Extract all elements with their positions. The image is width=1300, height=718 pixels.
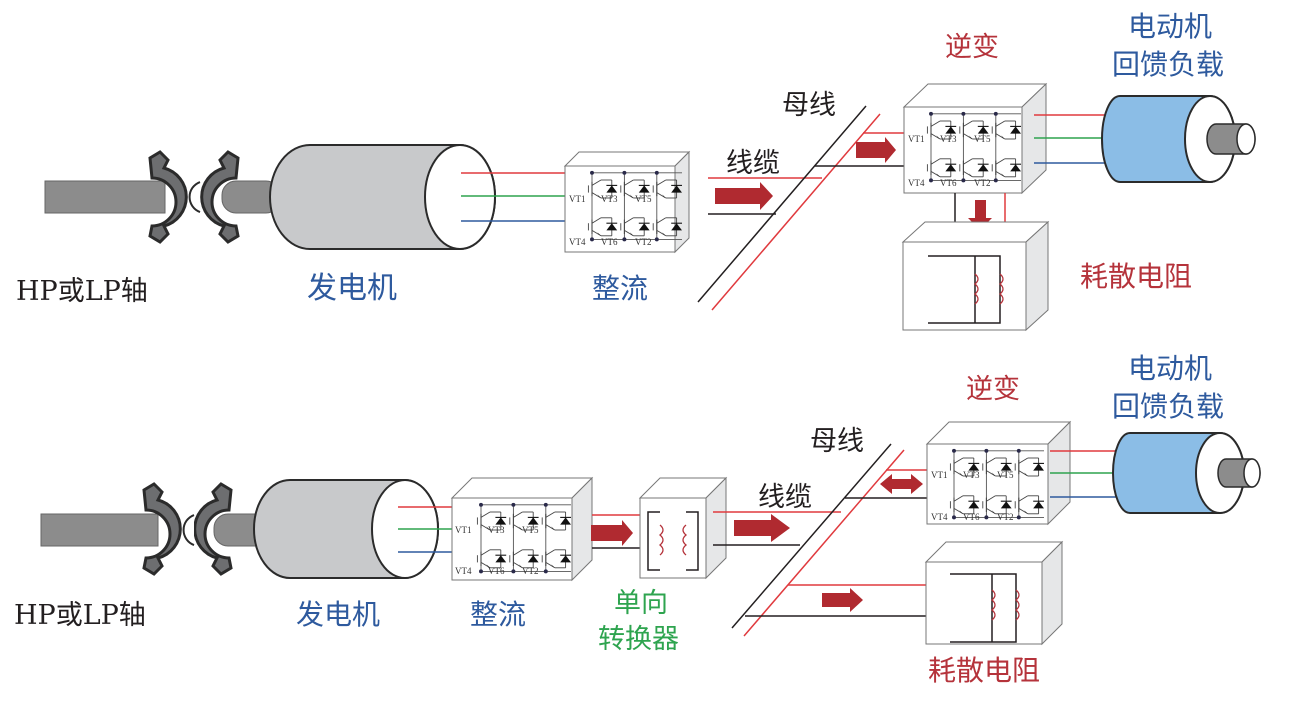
generator-icon <box>269 144 496 250</box>
switch-label: VT5 <box>997 470 1014 480</box>
cable-label: 线缆 <box>758 482 812 513</box>
gear-icon <box>193 482 233 576</box>
resistor-box <box>901 220 1050 332</box>
switch-label: VT4 <box>455 566 472 576</box>
power-flow-arrow-icon <box>591 520 633 546</box>
switch-label: VT1 <box>931 470 948 480</box>
switch-label: VT6 <box>963 512 980 522</box>
resistor-label: 耗散电阻 <box>928 654 1040 687</box>
switch-label: VT6 <box>940 178 957 188</box>
busbar-pos <box>743 449 905 637</box>
bidirectional-arrow-icon <box>880 474 923 494</box>
shaft-label: HP或LP轴 <box>16 276 148 307</box>
converter-box <box>638 476 728 580</box>
gear-icon <box>200 150 240 244</box>
motor-label-line2: 回馈负载 <box>1112 390 1224 423</box>
switch-label: VT5 <box>635 194 652 204</box>
busbar-neg <box>697 105 867 303</box>
rectifier-box: VT1 VT3 VT5 VT4 VT6 VT2 <box>450 476 594 582</box>
busbar-label: 母线 <box>782 90 836 121</box>
resistor-label: 耗散电阻 <box>1080 260 1192 293</box>
generator-label: 发电机 <box>296 598 380 631</box>
gear-icon <box>142 482 182 576</box>
switch-label: VT3 <box>963 470 980 480</box>
shaft-label: HP或LP轴 <box>14 600 146 631</box>
switch-label: VT2 <box>997 512 1014 522</box>
motor-label-line2: 回馈负载 <box>1112 48 1224 81</box>
switch-label: VT3 <box>601 194 618 204</box>
shaft-left <box>44 180 166 214</box>
motor-icon <box>1101 95 1256 183</box>
switch-label: VT3 <box>488 525 505 535</box>
power-flow-arrow-icon <box>715 182 773 210</box>
rectifier-box: VT1 VT3 VT5 VT4 VT6 VT2 <box>563 150 691 254</box>
inverter-label: 逆变 <box>966 374 1020 405</box>
inverter-label: 逆变 <box>945 32 999 63</box>
gear-icon <box>148 150 188 244</box>
cable-label: 线缆 <box>726 148 780 179</box>
switch-label: VT2 <box>522 566 539 576</box>
switch-label: VT1 <box>908 134 925 144</box>
switch-label: VT3 <box>940 134 957 144</box>
switch-label: VT2 <box>635 237 652 247</box>
top-diagram: VT1 VT3 VT5 VT4 VT6 VT2 VT1 <box>16 10 1256 332</box>
switch-label: VT1 <box>455 525 472 535</box>
switch-label: VT4 <box>908 178 925 188</box>
busbar-pos <box>711 113 881 311</box>
converter-label-line1: 单向 <box>614 588 668 619</box>
bottom-diagram: VT1 VT3 VT5 VT4 VT6 VT2 <box>14 352 1261 687</box>
switch-label: VT5 <box>974 134 991 144</box>
busbar-neg <box>731 443 892 629</box>
switch-label: VT4 <box>569 237 586 247</box>
switch-label: VT1 <box>569 194 586 204</box>
switch-label: VT4 <box>931 512 948 522</box>
switch-label: VT5 <box>522 525 539 535</box>
motor-label-line1: 电动机 <box>1128 352 1212 385</box>
power-flow-arrow-icon <box>856 137 896 163</box>
rectifier-label: 整流 <box>592 272 648 305</box>
inverter-box: VT1 VT3 VT5 VT4 VT6 VT2 <box>902 82 1048 195</box>
motor-label-line1: 电动机 <box>1128 10 1212 43</box>
power-flow-arrow-icon <box>734 514 790 542</box>
power-flow-arrow-icon <box>822 588 863 612</box>
switch-label: VT2 <box>974 178 991 188</box>
resistor-box <box>924 540 1064 646</box>
switch-label: VT6 <box>488 566 505 576</box>
shaft-left <box>40 513 159 547</box>
motor-icon <box>1112 432 1261 514</box>
busbar-label: 母线 <box>810 426 864 457</box>
generator-label: 发电机 <box>307 271 397 306</box>
switch-label: VT6 <box>601 237 618 247</box>
converter-label-line2: 转换器 <box>598 624 679 655</box>
inverter-box: VT1 VT3 VT5 VT4 VT6 VT2 <box>925 420 1072 526</box>
rectifier-label: 整流 <box>470 598 526 631</box>
